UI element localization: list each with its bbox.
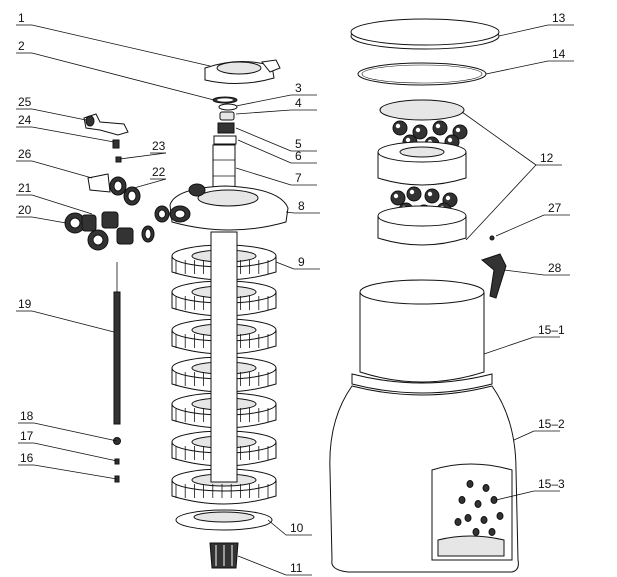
- callout-label: 22: [152, 165, 166, 179]
- callout-15-1: 15–1: [483, 323, 565, 355]
- part-top-cap: [204, 59, 281, 85]
- callout-3: 3: [235, 81, 317, 107]
- callout-19: 19: [16, 297, 115, 333]
- callout-label: 20: [18, 203, 32, 217]
- part-handle: [83, 113, 129, 136]
- callout-18: 18: [18, 409, 118, 442]
- part-4: [219, 111, 235, 121]
- callout-23: 23: [119, 139, 167, 160]
- callout-label: 13: [552, 11, 566, 25]
- callout-label: 23: [152, 139, 166, 153]
- callout-20: 20: [16, 203, 67, 224]
- part-media-baskets: [377, 99, 468, 246]
- part-27: [489, 235, 495, 241]
- callout-17: 17: [18, 429, 118, 462]
- part-fittings: [64, 173, 155, 251]
- callout-6: 6: [237, 139, 317, 164]
- callout-10: 10: [267, 519, 312, 536]
- callout-2: 2: [16, 39, 215, 101]
- callout-label: 17: [20, 429, 34, 443]
- callout-label: 15–3: [538, 477, 565, 491]
- part-valve-body: [154, 183, 289, 231]
- part-23: [115, 156, 122, 163]
- callout-label: 2: [18, 39, 25, 53]
- callout-14: 14: [485, 47, 574, 75]
- callout-label: 11: [290, 561, 303, 575]
- callout-15-3: 15–3: [495, 477, 565, 501]
- callout-label: 27: [548, 201, 562, 215]
- callout-9: 9: [275, 255, 320, 270]
- callout-label: 4: [295, 96, 302, 110]
- callout-5: 5: [235, 127, 317, 152]
- part-drain-nozzle: [209, 542, 239, 569]
- callout-27: 27: [495, 201, 570, 237]
- part-17: [114, 458, 120, 465]
- part-5: [217, 122, 235, 134]
- callout-label: 5: [295, 137, 302, 151]
- callout-label: 25: [18, 95, 32, 109]
- callout-label: 10: [290, 521, 304, 535]
- callout-label: 1: [18, 11, 25, 25]
- callout-label: 9: [298, 255, 305, 269]
- callout-22: 22: [133, 165, 167, 189]
- part-rod: [113, 262, 121, 425]
- callout-25: 25: [16, 95, 87, 121]
- part-6: [213, 135, 237, 145]
- part-filter-discs: [171, 231, 277, 505]
- part-3: [218, 103, 238, 111]
- callout-8: 8: [285, 199, 320, 214]
- callout-label: 3: [295, 81, 302, 95]
- callout-label: 15–2: [538, 417, 565, 431]
- callout-label: 6: [295, 149, 302, 163]
- part-gasket: [357, 62, 487, 86]
- callout-15-2: 15–2: [513, 417, 565, 441]
- callout-label: 12: [540, 151, 554, 165]
- part-24: [112, 139, 120, 149]
- callout-label: 7: [295, 171, 302, 185]
- callout-label: 24: [18, 113, 32, 127]
- callout-label: 28: [548, 261, 562, 275]
- callout-label: 8: [298, 199, 305, 213]
- part-cylinder: [351, 279, 493, 394]
- callout-4: 4: [235, 96, 317, 115]
- part-base: [175, 509, 273, 531]
- callout-21: 21: [16, 181, 93, 215]
- callout-7: 7: [235, 167, 317, 186]
- callout-label: 26: [18, 147, 32, 161]
- callout-label: 19: [18, 297, 32, 311]
- callout-label: 14: [552, 47, 566, 61]
- callout-1: 1: [16, 11, 211, 67]
- callout-label: 16: [20, 451, 34, 465]
- callout-13: 13: [498, 11, 574, 37]
- part-clamp: [480, 253, 507, 299]
- callout-28: 28: [503, 261, 570, 276]
- part-top-ring: [350, 18, 500, 50]
- part-housing: [329, 385, 519, 573]
- callout-label: 15–1: [538, 323, 565, 337]
- callout-26: 26: [16, 147, 93, 179]
- callout-24: 24: [16, 113, 115, 143]
- callout-16: 16: [18, 451, 118, 480]
- callout-label: 18: [20, 409, 34, 423]
- callout-label: 21: [18, 181, 32, 195]
- callout-11: 11: [237, 555, 312, 576]
- callout-12: 12: [461, 111, 562, 241]
